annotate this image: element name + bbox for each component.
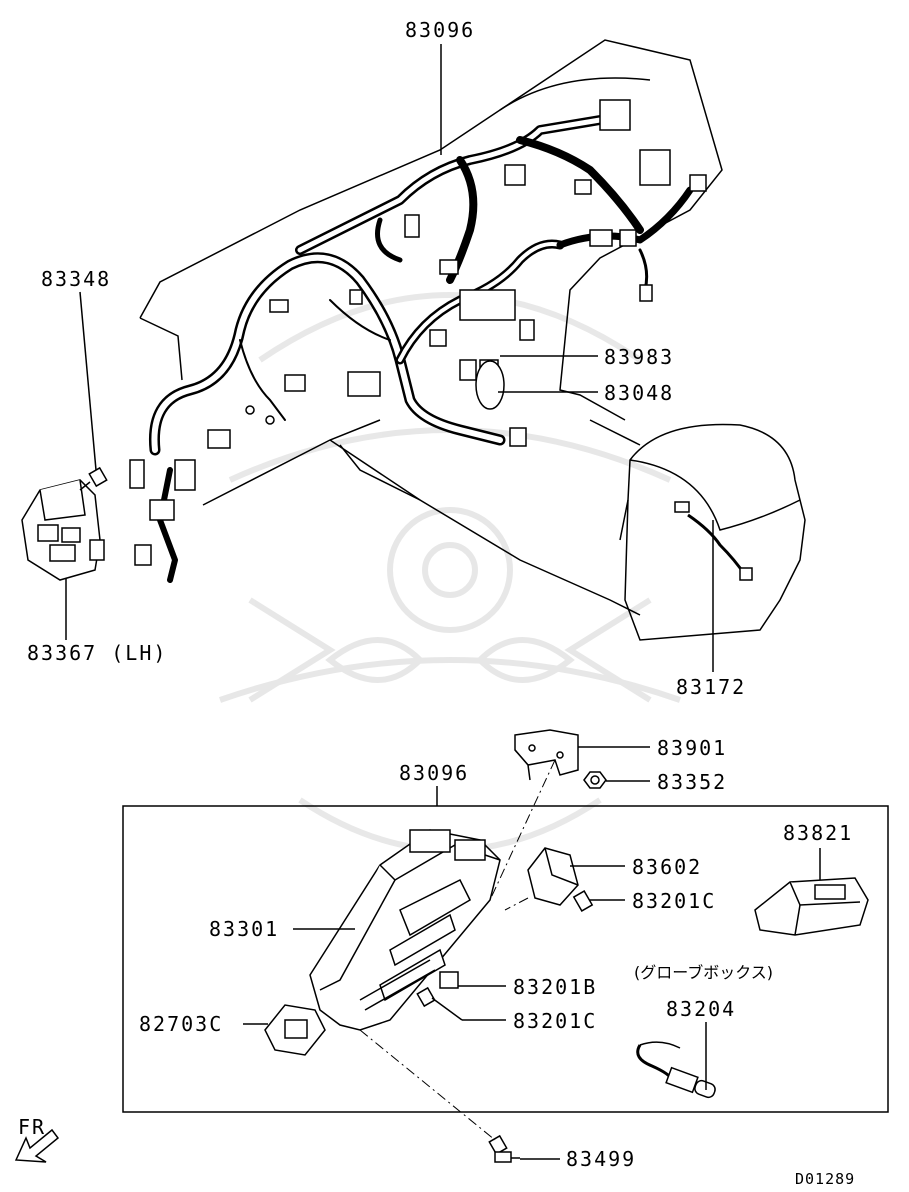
module-83821: [754, 877, 869, 936]
label-83301: 83301: [209, 917, 280, 941]
nut-83352: [583, 771, 607, 789]
arrow-down-left-icon: [14, 1128, 60, 1163]
label-82703c: 82703C: [139, 1012, 224, 1036]
label-83201c-b: 83201C: [513, 1009, 598, 1033]
label-83901: 83901: [657, 736, 728, 760]
fuse-83201c-a: [572, 890, 594, 912]
leader-lines-top: [65, 44, 714, 672]
junction-block-lh: [21, 479, 105, 581]
label-83352: 83352: [657, 770, 728, 794]
dashboard-outline: [139, 39, 723, 616]
bolt-83499: [488, 1134, 520, 1163]
screw-83348: [79, 466, 108, 491]
label-83201c-a: 83201C: [632, 889, 717, 913]
label-fr: FR: [18, 1115, 47, 1139]
junction-assembly-83301: [309, 829, 501, 1031]
label-83201b: 83201B: [513, 975, 598, 999]
label-83048: 83048: [604, 381, 675, 405]
label-83348: 83348: [41, 267, 112, 291]
diagram-code: D01289: [795, 1170, 856, 1188]
bracket-83901: [514, 729, 579, 781]
harness-connectors: [129, 99, 707, 566]
detail-box: [122, 805, 889, 1113]
leader-lines-bottom: [243, 746, 821, 1160]
label-83367-lh: 83367 (LH): [27, 641, 168, 665]
label-83204: 83204: [666, 997, 737, 1021]
relay-83602: [527, 847, 579, 906]
label-83096-top: 83096: [405, 18, 476, 42]
label-glovebox-note: (グローブボックス): [634, 963, 774, 982]
label-83499: 83499: [566, 1147, 637, 1171]
fuse-83201b: [439, 971, 459, 989]
label-83602: 83602: [632, 855, 703, 879]
label-83983: 83983: [604, 345, 675, 369]
label-83172: 83172: [676, 675, 747, 699]
label-83096-box: 83096: [399, 761, 470, 785]
dashed-guides: [359, 759, 556, 1141]
label-83821: 83821: [783, 821, 854, 845]
fuse-83201c-b: [416, 986, 436, 1008]
glovebox-housing: [619, 423, 806, 641]
lamp-83204: [636, 1041, 716, 1099]
sub-harness-83172: [674, 501, 753, 581]
instrument-panel-wiring-harness: [148, 115, 694, 583]
connector-82703c: [264, 1004, 326, 1056]
